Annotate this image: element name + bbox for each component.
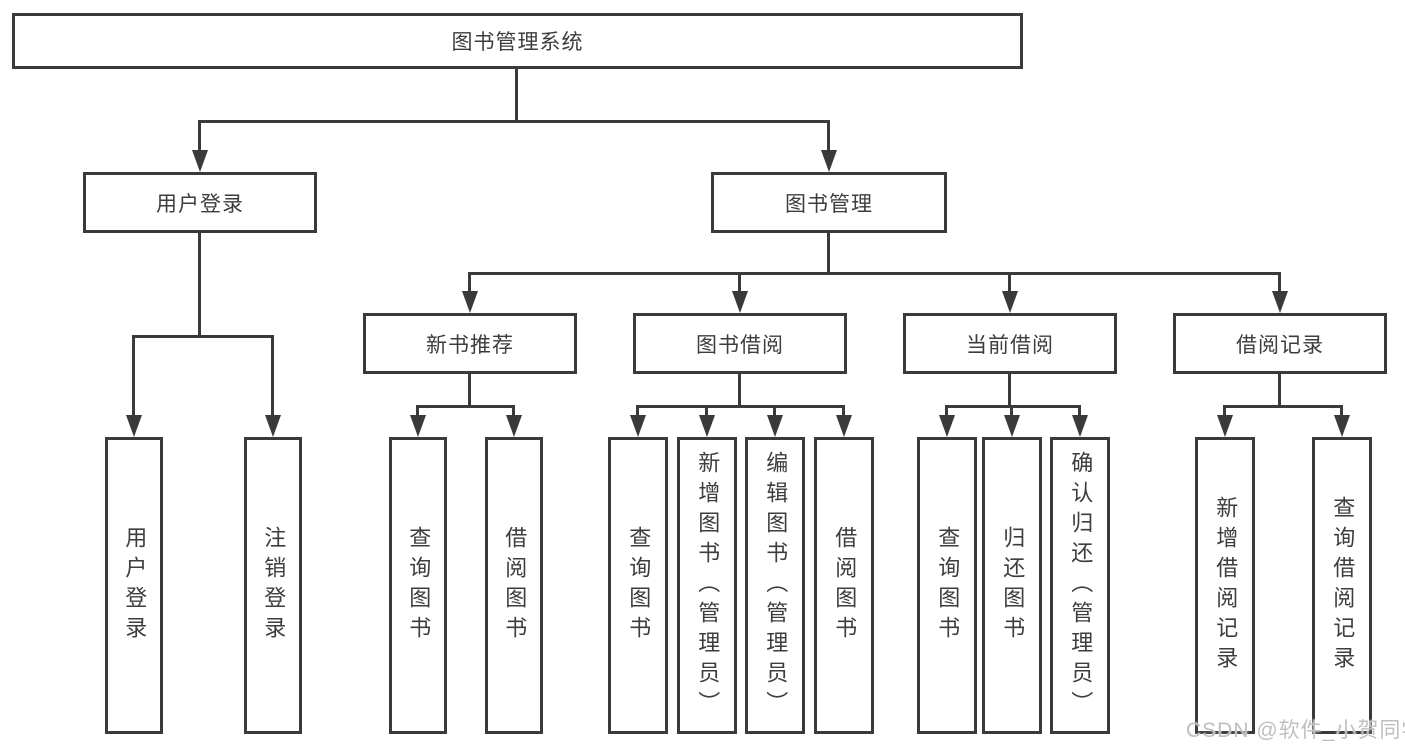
connector-line: [1278, 374, 1281, 407]
connector-line: [1223, 405, 1343, 408]
node-return-book: 归还图书: [982, 437, 1042, 734]
node-borrow-books-recommend: 借阅图书: [485, 437, 543, 734]
connector-line: [468, 272, 1281, 275]
arrow-down-icon: [192, 150, 208, 172]
connector-line: [132, 335, 274, 338]
connector-line: [198, 120, 201, 152]
node-borrow-books: 借阅图书: [814, 437, 874, 734]
arrow-down-icon: [1072, 415, 1088, 437]
node-confirm-return-admin: 确认归还（管理员）: [1050, 437, 1110, 734]
connector-line: [1340, 405, 1343, 417]
connector-line: [842, 405, 845, 417]
connector-line: [636, 405, 845, 408]
node-query-borrow-record: 查询借阅记录: [1312, 437, 1372, 734]
node-book-management: 图书管理: [711, 172, 947, 233]
node-current-borrowing: 当前借阅: [903, 313, 1117, 374]
node-library-management-system: 图书管理系统: [12, 13, 1023, 69]
connector-line: [636, 405, 639, 417]
node-edit-book-admin: 编辑图书（管理员）: [745, 437, 805, 734]
connector-line: [1223, 405, 1226, 417]
connector-line: [738, 272, 741, 293]
connector-line: [416, 405, 419, 417]
node-query-books-current: 查询图书: [917, 437, 977, 734]
connector-line: [827, 233, 830, 272]
connector-line: [132, 335, 135, 417]
node-query-books-borrow: 查询图书: [608, 437, 668, 734]
arrow-down-icon: [939, 415, 955, 437]
connector-line: [1278, 272, 1281, 293]
connector-line: [827, 120, 830, 152]
arrow-down-icon: [1002, 291, 1018, 313]
arrow-down-icon: [1217, 415, 1233, 437]
node-logout: 注销登录: [244, 437, 302, 734]
arrow-down-icon: [1004, 415, 1020, 437]
node-add-book-admin: 新增图书（管理员）: [677, 437, 737, 734]
node-user-login: 用户登录: [83, 172, 317, 233]
connector-line: [773, 405, 776, 417]
connector-line: [945, 405, 1081, 408]
arrow-down-icon: [462, 291, 478, 313]
arrow-down-icon: [732, 291, 748, 313]
connector-line: [468, 272, 471, 293]
connector-line: [468, 374, 471, 407]
arrow-down-icon: [699, 415, 715, 437]
connector-line: [945, 405, 948, 417]
connector-line: [198, 233, 201, 335]
node-add-borrow-record: 新增借阅记录: [1195, 437, 1255, 734]
connector-line: [512, 405, 515, 417]
arrow-down-icon: [506, 415, 522, 437]
connector-line: [738, 374, 741, 407]
node-user-login-leaf: 用户登录: [105, 437, 163, 734]
node-query-books-recommend: 查询图书: [389, 437, 447, 734]
connector-line: [1008, 374, 1011, 407]
arrow-down-icon: [767, 415, 783, 437]
arrow-down-icon: [265, 415, 281, 437]
arrow-down-icon: [836, 415, 852, 437]
connector-line: [271, 335, 274, 417]
connector-line: [705, 405, 708, 417]
arrow-down-icon: [821, 150, 837, 172]
node-new-book-recommendation: 新书推荐: [363, 313, 577, 374]
arrow-down-icon: [126, 415, 142, 437]
csdn-watermark: CSDN @软件_小贺同学: [1186, 719, 1405, 742]
connector-line: [1008, 272, 1011, 293]
connector-line: [198, 120, 830, 123]
connector-line: [515, 68, 518, 120]
arrow-down-icon: [410, 415, 426, 437]
connector-line: [1078, 405, 1081, 417]
connector-line: [416, 405, 515, 408]
arrow-down-icon: [630, 415, 646, 437]
node-borrowing-records: 借阅记录: [1173, 313, 1387, 374]
node-book-borrowing: 图书借阅: [633, 313, 847, 374]
connector-line: [1010, 405, 1013, 417]
arrow-down-icon: [1272, 291, 1288, 313]
arrow-down-icon: [1334, 415, 1350, 437]
